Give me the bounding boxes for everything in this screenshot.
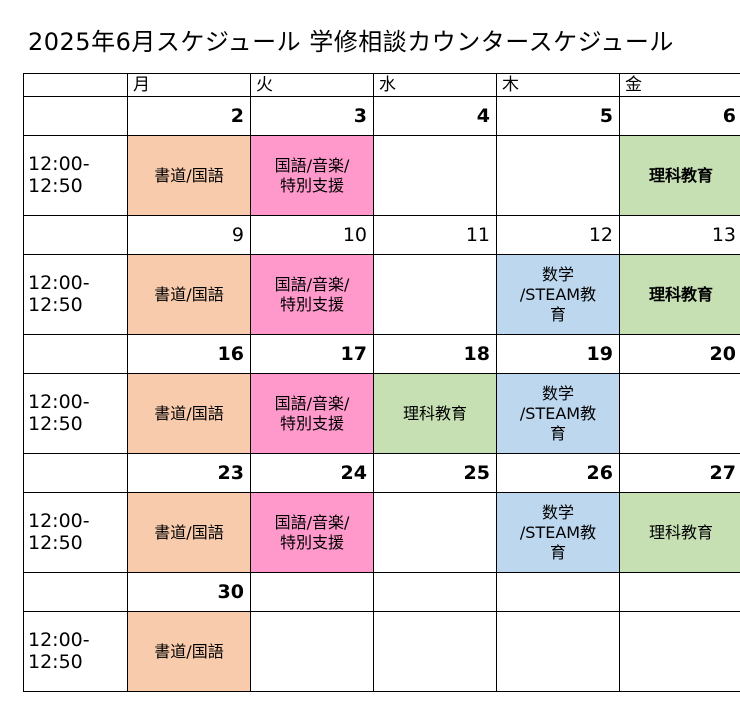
date-cell: 18 <box>373 334 497 374</box>
weekday-wed: 水 <box>373 73 497 97</box>
event-cell: 数学 /STEAM教 育 <box>496 373 620 454</box>
event-cell: 理科教育 <box>373 373 497 454</box>
date-cell: 19 <box>496 334 620 374</box>
date-cell: 26 <box>496 453 620 493</box>
event-cell: 書道/国語 <box>127 254 251 335</box>
date-cell: 16 <box>127 334 251 374</box>
date-row-label <box>23 215 128 255</box>
date-cell: 12 <box>496 215 620 255</box>
date-cell: 20 <box>619 334 740 374</box>
event-cell: 理科教育 <box>619 135 740 216</box>
date-cell: 23 <box>127 453 251 493</box>
empty-cell <box>373 611 497 692</box>
date-row-label <box>23 334 128 374</box>
event-cell: 数学 /STEAM教 育 <box>496 492 620 573</box>
date-cell: 10 <box>250 215 374 255</box>
weekday-mon: 月 <box>127 73 251 97</box>
time-slot-label: 12:00- 12:50 <box>23 611 128 692</box>
date-cell <box>619 572 740 612</box>
event-cell: 書道/国語 <box>127 492 251 573</box>
event-cell: 理科教育 <box>619 254 740 335</box>
weekday-fri: 金 <box>619 73 740 97</box>
page-title: 2025年6月スケジュール 学修相談カウンタースケジュール <box>28 28 674 56</box>
event-cell: 書道/国語 <box>127 611 251 692</box>
time-slot-label: 12:00- 12:50 <box>23 254 128 335</box>
empty-cell <box>373 254 497 335</box>
empty-cell <box>619 373 740 454</box>
date-cell: 30 <box>127 572 251 612</box>
weekday-thu: 木 <box>496 73 620 97</box>
date-cell <box>250 572 374 612</box>
date-cell <box>496 572 620 612</box>
date-cell <box>373 572 497 612</box>
event-cell: 理科教育 <box>619 492 740 573</box>
event-cell: 書道/国語 <box>127 135 251 216</box>
date-cell: 17 <box>250 334 374 374</box>
empty-cell <box>496 611 620 692</box>
weekday-header-row: 月 火 水 木 金 <box>23 73 740 97</box>
time-slot-label: 12:00- 12:50 <box>23 492 128 573</box>
date-cell: 3 <box>250 96 374 136</box>
event-cell: 国語/音楽/ 特別支援 <box>250 492 374 573</box>
event-cell: 国語/音楽/ 特別支援 <box>250 254 374 335</box>
date-row-label <box>23 453 128 493</box>
event-cell: 数学 /STEAM教 育 <box>496 254 620 335</box>
date-cell: 5 <box>496 96 620 136</box>
date-cell: 27 <box>619 453 740 493</box>
weekday-tue: 火 <box>250 73 374 97</box>
date-cell: 4 <box>373 96 497 136</box>
date-cell: 24 <box>250 453 374 493</box>
date-cell: 2 <box>127 96 251 136</box>
empty-cell <box>250 611 374 692</box>
empty-cell <box>373 135 497 216</box>
time-slot-label: 12:00- 12:50 <box>23 373 128 454</box>
empty-cell <box>619 611 740 692</box>
date-cell: 11 <box>373 215 497 255</box>
event-cell: 国語/音楽/ 特別支援 <box>250 373 374 454</box>
date-cell: 9 <box>127 215 251 255</box>
empty-cell <box>496 135 620 216</box>
empty-cell <box>373 492 497 573</box>
date-cell: 25 <box>373 453 497 493</box>
header-corner <box>23 73 128 97</box>
date-cell: 13 <box>619 215 740 255</box>
date-row-label <box>23 96 128 136</box>
event-cell: 国語/音楽/ 特別支援 <box>250 135 374 216</box>
event-cell: 書道/国語 <box>127 373 251 454</box>
date-cell: 6 <box>619 96 740 136</box>
time-slot-label: 12:00- 12:50 <box>23 135 128 216</box>
date-row: 30 <box>23 572 740 612</box>
date-row-label <box>23 572 128 612</box>
